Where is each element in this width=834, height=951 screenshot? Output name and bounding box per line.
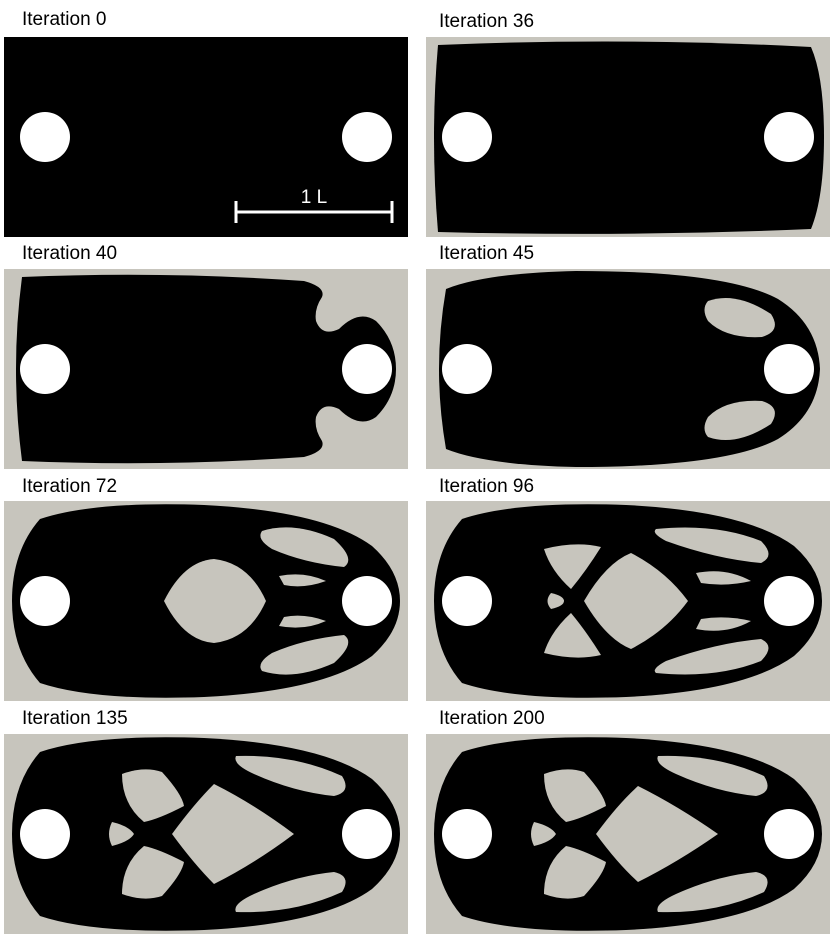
right-hole [764,576,814,626]
right-hole [342,576,392,626]
void-upper-arm [235,755,346,796]
iteration-135-label: Iteration 135 [22,708,128,729]
right-hole [764,809,814,859]
panel-iteration-0: 1 L [4,37,408,237]
void-lower-left [544,613,601,658]
void-lower [704,400,775,441]
void-central [596,786,718,882]
material-region [434,41,824,234]
iteration-40-label: Iteration 40 [22,243,118,264]
void-lower-arm [260,635,349,675]
left-hole [442,576,492,626]
left-hole [20,344,70,394]
left-hole [20,112,70,162]
void-upper-arm [657,755,768,796]
right-hole [342,344,392,394]
panel-iteration-40 [4,269,408,469]
design-domain [4,37,408,237]
void-small-center [531,822,556,846]
void-upper-left [544,769,606,822]
void-upper [704,297,775,338]
void-lower-arm [235,872,346,913]
left-hole [442,112,492,162]
panel-iteration-45 [426,269,830,469]
void-upper-arm [654,527,769,563]
scale-bar-label: 1 L [301,187,327,208]
right-hole [342,112,392,162]
right-hole [764,112,814,162]
void-lower-inner [279,615,326,628]
panel-iteration-72 [4,501,408,701]
void-lower-left [544,846,606,899]
panel-iteration-96 [426,501,830,701]
panel-iteration-36 [426,37,830,237]
void-upper-inner [696,571,751,585]
right-hole [764,344,814,394]
void-small-center [109,822,134,846]
panel-iteration-135 [4,734,408,934]
void-lower-left [122,846,184,899]
void-upper-arm [260,527,349,567]
void-lower-inner [696,617,751,631]
left-hole [20,576,70,626]
void-central [584,553,688,649]
void-upper-inner [279,574,326,587]
iteration-0-label: Iteration 0 [22,9,107,30]
scale-bar: 1 L [234,187,394,223]
left-hole [442,344,492,394]
void-central [164,559,266,643]
void-lower-arm [657,872,768,913]
left-hole [20,809,70,859]
void-central [172,784,294,884]
iteration-72-label: Iteration 72 [22,476,118,497]
panel-iteration-200 [426,734,830,934]
void-small-center [547,593,564,609]
void-upper-left [544,544,601,589]
material-region [439,271,820,467]
void-lower-arm [654,639,769,675]
iteration-45-label: Iteration 45 [439,243,535,264]
iteration-200-label: Iteration 200 [439,708,545,729]
iteration-36-label: Iteration 36 [439,11,535,32]
void-upper-left [122,769,184,822]
iteration-96-label: Iteration 96 [439,476,535,497]
right-hole [342,809,392,859]
left-hole [442,809,492,859]
material-region [16,274,396,464]
